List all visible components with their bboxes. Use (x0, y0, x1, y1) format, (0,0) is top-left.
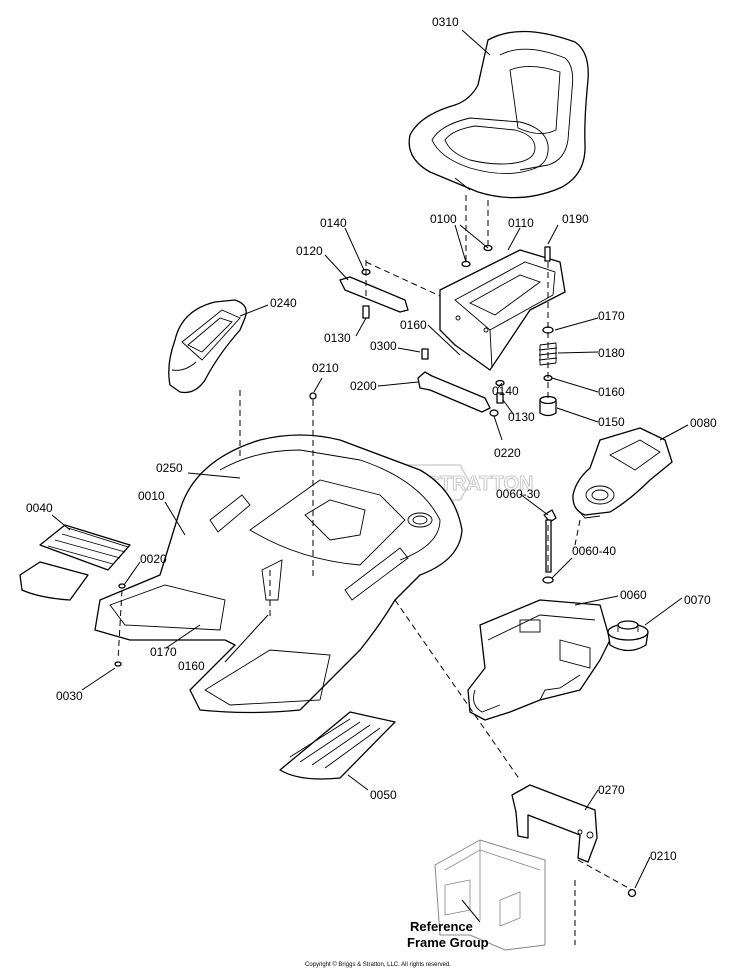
label-0060: 0060 (620, 588, 647, 602)
label-0270: 0270 (598, 783, 625, 797)
label-0210-upper: 0210 (312, 361, 339, 375)
label-0130-lower: 0130 (508, 410, 535, 424)
seat-0310 (408, 30, 589, 199)
label-0130-upper: 0130 (324, 331, 351, 345)
label-0030: 0030 (56, 689, 83, 703)
label-0180: 0180 (598, 346, 625, 360)
footrest-0040 (19, 524, 131, 601)
label-0050: 0050 (370, 788, 397, 802)
frame-reference (434, 839, 546, 951)
label-0060-30: 0060-30 (496, 487, 540, 501)
label-0220: 0220 (494, 446, 521, 460)
part-labels: 0310 0100 0110 0190 0140 0120 0240 0130 … (26, 15, 717, 863)
fuel-gauge-0060-30 (543, 509, 557, 573)
label-0070: 0070 (684, 593, 711, 607)
fuel-cap-0070 (607, 620, 649, 652)
label-0170-lower: 0170 (150, 645, 177, 659)
label-0040: 0040 (26, 501, 53, 515)
label-0210-lower: 0210 (650, 849, 677, 863)
label-0300: 0300 (370, 339, 397, 353)
label-0310: 0310 (432, 15, 459, 29)
label-0060-40: 0060-40 (572, 544, 616, 558)
reference-line2: Frame Group (407, 935, 489, 950)
label-0240: 0240 (270, 296, 297, 310)
main-body-0010 (94, 434, 463, 714)
label-0200: 0200 (350, 379, 377, 393)
pivot-rod-0200 (417, 371, 491, 413)
leader-lines (51, 29, 689, 923)
assembly-lines (117, 195, 633, 945)
label-0020: 0020 (140, 552, 167, 566)
bracket-0270 (511, 784, 598, 863)
label-0150: 0150 (598, 415, 625, 429)
label-0170-upper: 0170 (598, 309, 625, 323)
reference-line1: Reference (410, 919, 473, 934)
label-0250: 0250 (156, 461, 183, 475)
label-0190: 0190 (562, 212, 589, 226)
label-0110: 0110 (508, 216, 534, 230)
seat-slide-bar-0120 (339, 276, 409, 313)
copyright-notice: Copyright © Briggs & Stratton, LLC. All … (305, 961, 451, 968)
label-0140-upper: 0140 (320, 216, 347, 230)
fender-pod-0080 (572, 427, 673, 519)
label-0160-upper: 0160 (400, 318, 427, 332)
label-0120: 0120 (296, 244, 323, 258)
label-0140-lower: 0140 (492, 384, 519, 398)
label-0010: 0010 (138, 489, 165, 503)
label-0100: 0100 (430, 212, 457, 226)
bumper-0150 (539, 395, 557, 417)
seat-pan-0110 (439, 249, 566, 371)
label-0160-right: 0160 (598, 385, 625, 399)
label-0080: 0080 (690, 416, 717, 430)
footrest-0050 (279, 711, 396, 780)
fuel-tank-0060 (467, 599, 611, 721)
label-0160-lower: 0160 (178, 659, 205, 673)
fender-pod-0240 (168, 299, 247, 394)
